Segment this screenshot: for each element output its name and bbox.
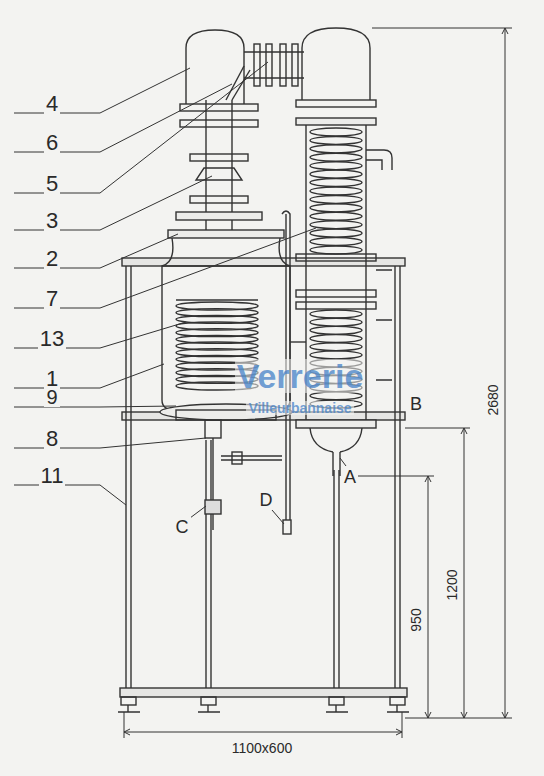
leader-lines bbox=[14, 62, 346, 524]
coil-turn bbox=[310, 326, 362, 334]
coil-turn bbox=[310, 238, 362, 246]
coil-turn bbox=[310, 212, 362, 220]
coil-turn bbox=[310, 335, 362, 343]
coil-turn bbox=[310, 195, 362, 203]
coil-turn bbox=[310, 170, 362, 178]
coil-turn bbox=[310, 153, 362, 161]
coil-turn bbox=[310, 162, 362, 170]
coil-turn bbox=[310, 145, 362, 153]
coil-turn bbox=[310, 310, 362, 318]
dimension-value: 950 bbox=[408, 606, 424, 633]
coil-turn bbox=[310, 221, 362, 229]
callout-number: 4 bbox=[44, 93, 60, 115]
callout-number: 2 bbox=[44, 248, 60, 270]
dimension-value: 1100x600 bbox=[230, 740, 294, 756]
dimension-value: 2680 bbox=[485, 382, 501, 417]
callout-number: 5 bbox=[44, 173, 60, 195]
port-letter: D bbox=[258, 490, 275, 510]
coil-turn bbox=[310, 392, 362, 400]
port-letter: B bbox=[408, 394, 424, 414]
coil-turn bbox=[310, 229, 362, 237]
dimension-lines bbox=[124, 28, 512, 738]
callout-number: 7 bbox=[44, 288, 60, 310]
callout-number: 3 bbox=[44, 210, 60, 232]
coil-turn bbox=[310, 246, 362, 254]
callout-number: 11 bbox=[39, 465, 66, 487]
coil-turn bbox=[310, 343, 362, 351]
coil-turn bbox=[310, 179, 362, 187]
watermark: Verrerie bbox=[235, 359, 366, 393]
callout-number: 6 bbox=[44, 132, 60, 154]
watermark: Villeurbannaise bbox=[246, 401, 353, 415]
coil-turn bbox=[310, 136, 362, 144]
coil-turn bbox=[310, 128, 362, 136]
coil-turn bbox=[310, 187, 362, 195]
callout-number: 13 bbox=[38, 328, 66, 350]
port-letter: A bbox=[342, 467, 358, 487]
coil-turn bbox=[310, 204, 362, 212]
callout-number: 9 bbox=[44, 387, 59, 407]
coil-turn bbox=[310, 318, 362, 326]
neck-and-head bbox=[176, 30, 304, 230]
callout-number: 8 bbox=[44, 428, 60, 450]
dimension-value: 1200 bbox=[444, 567, 460, 602]
coil-turn bbox=[310, 351, 362, 359]
port-letter: C bbox=[174, 517, 191, 537]
